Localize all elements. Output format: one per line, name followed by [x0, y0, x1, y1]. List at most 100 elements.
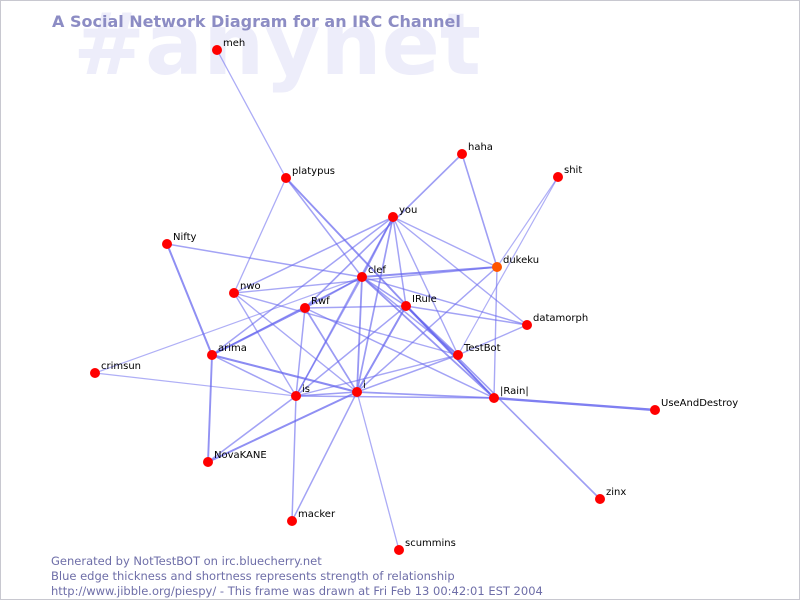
edge-is-novakane	[207, 395, 297, 463]
edge-rain-is	[295, 395, 495, 399]
edge-irule-i	[356, 305, 407, 393]
edge-you-testbot	[392, 216, 459, 356]
edge-is-i	[295, 391, 358, 397]
node-meh: meh	[212, 38, 245, 55]
node-dot-zinx	[595, 494, 605, 504]
node-scummins: scummins	[394, 538, 456, 555]
edge-haha-rwf	[304, 153, 463, 309]
edge-rwf-rain	[304, 307, 495, 399]
node-dot-testbot	[453, 350, 463, 360]
node-useanddestroy: UseAndDestroy	[650, 398, 738, 415]
edge-datamorph-testbot	[457, 324, 528, 356]
edge-is-macker	[291, 395, 297, 522]
node-label-nifty: Nifty	[173, 232, 197, 243]
edge-testbot-is	[295, 354, 459, 397]
node-rain: |Rain|	[489, 386, 529, 403]
diagram-title: A Social Network Diagram for an IRC Chan…	[52, 12, 461, 31]
node-nwo: nwo	[229, 281, 261, 298]
node-dot-nwo	[229, 288, 239, 298]
edge-nifty-arima	[166, 243, 213, 356]
node-shit: shit	[553, 165, 582, 182]
edge-testbot-i	[356, 354, 459, 393]
node-dot-macker	[287, 516, 297, 526]
edge-rwf-irule	[304, 305, 407, 309]
node-dot-nifty	[162, 239, 172, 249]
edge-platypus-nwo	[233, 177, 287, 294]
edge-platypus-clef	[285, 177, 363, 278]
node-dot-crimsun	[90, 368, 100, 378]
node-dot-shit	[553, 172, 563, 182]
edge-i-scummins	[356, 391, 400, 551]
edge-clef-datamorph	[361, 276, 528, 326]
node-dot-arima	[207, 350, 217, 360]
edges	[94, 49, 657, 551]
node-label-arima: arima	[218, 343, 247, 354]
node-label-rain: |Rain|	[500, 386, 529, 397]
edge-rwf-arima	[211, 307, 306, 356]
edge-clef-irule	[361, 276, 407, 307]
node-dot-rwf	[300, 303, 310, 313]
edge-i-macker	[291, 391, 358, 522]
node-macker: macker	[287, 509, 336, 526]
node-is: is	[291, 384, 310, 401]
node-rwf: Rwf	[300, 296, 330, 313]
edge-crimsun-is	[94, 372, 297, 397]
edge-i-novakane	[207, 391, 358, 463]
node-label-testbot: TestBot	[463, 343, 501, 354]
node-dot-rain	[489, 393, 499, 403]
node-label-macker: macker	[298, 509, 336, 520]
node-i: i	[352, 380, 366, 397]
node-novakane: NovaKANE	[203, 450, 267, 467]
footer: Generated by NotTestBOT on irc.bluecherr…	[51, 554, 543, 599]
edge-haha-dukeku	[461, 153, 498, 268]
edge-rain-useanddestroy	[492, 396, 657, 412]
node-nifty: Nifty	[162, 232, 197, 249]
node-label-nwo: nwo	[240, 281, 261, 292]
node-dot-is	[291, 391, 301, 401]
node-dot-datamorph	[522, 320, 532, 330]
edge-clef-is	[295, 276, 363, 397]
footer-url-timestamp: http://www.jibble.org/piespy/ - This fra…	[51, 584, 543, 598]
node-zinx: zinx	[595, 487, 626, 504]
node-dot-scummins	[394, 545, 404, 555]
node-testbot: TestBot	[453, 343, 501, 360]
node-label-datamorph: datamorph	[533, 313, 588, 324]
edge-nwo-is	[233, 292, 297, 397]
edge-shit-dukeku	[496, 176, 559, 268]
node-arima: arima	[207, 343, 247, 360]
edge-you-irule	[392, 216, 407, 307]
node-label-is: is	[302, 384, 310, 395]
node-dot-platypus	[281, 173, 291, 183]
edge-dukeku-rain	[493, 266, 498, 399]
node-dot-dukeku	[492, 262, 502, 272]
node-label-irule: IRule	[412, 294, 437, 305]
edge-i-rain	[356, 391, 495, 399]
edge-arima-novakane	[207, 354, 213, 463]
node-platypus: platypus	[281, 166, 335, 183]
footer-generated-by: Generated by NotTestBOT on irc.bluecherr…	[51, 554, 322, 568]
node-dot-haha	[457, 149, 467, 159]
edge-irule-datamorph	[405, 305, 528, 326]
node-dot-meh	[212, 45, 222, 55]
node-label-shit: shit	[564, 165, 582, 176]
node-datamorph: datamorph	[522, 313, 588, 330]
node-label-zinx: zinx	[606, 487, 626, 498]
node-you: you	[388, 205, 417, 222]
edge-arima-is	[211, 354, 297, 397]
node-dot-novakane	[203, 457, 213, 467]
edge-irule-zinx	[405, 305, 601, 500]
node-label-novakane: NovaKANE	[214, 450, 267, 461]
edge-you-i	[356, 216, 394, 393]
edge-shit-testbot	[457, 176, 559, 356]
footer-legend-note: Blue edge thickness and shortness repres…	[51, 569, 455, 583]
edge-arima-i	[210, 353, 359, 394]
node-dot-you	[388, 212, 398, 222]
node-clef: clef	[357, 265, 386, 282]
node-label-haha: haha	[468, 142, 493, 153]
edge-nwo-testbot	[233, 292, 459, 356]
node-label-dukeku: dukeku	[503, 255, 539, 266]
node-label-platypus: platypus	[292, 166, 335, 177]
